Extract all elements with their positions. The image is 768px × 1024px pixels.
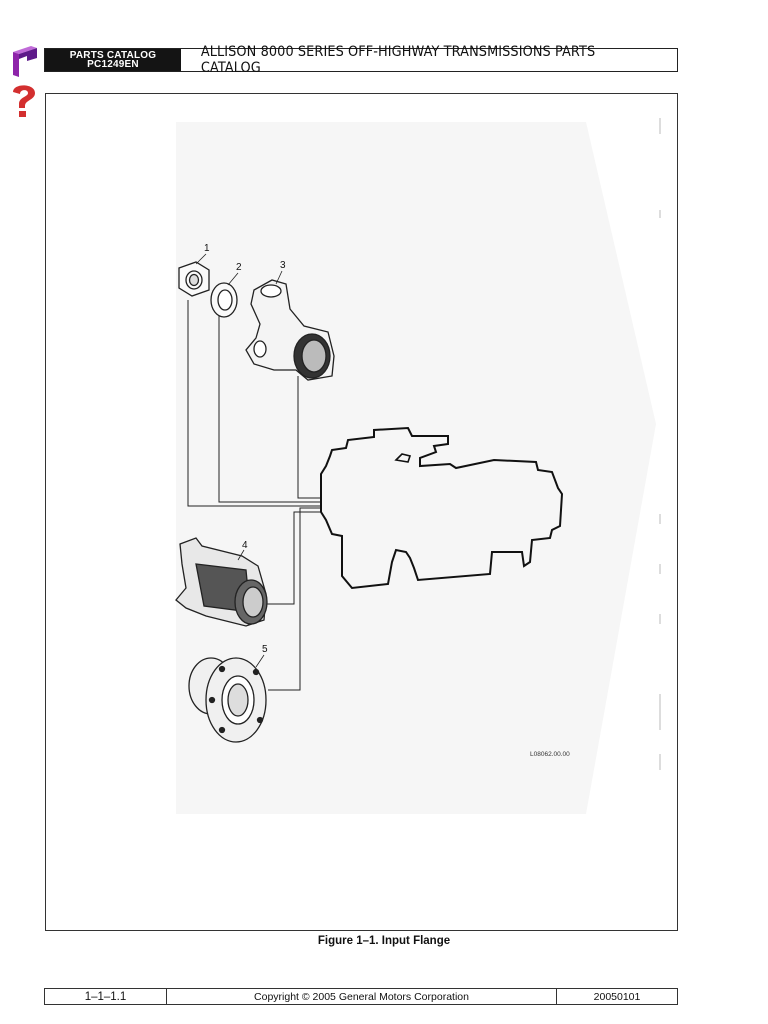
help-icon[interactable] xyxy=(9,82,39,118)
callout-3: 3 xyxy=(280,260,286,271)
header: PARTS CATALOG PC1249EN ALLISON 8000 SERI… xyxy=(44,44,678,76)
exploded-view-illustration: 1 2 3 4 5 L08062.00.00 xyxy=(175,118,661,814)
part-1-nut xyxy=(178,261,210,297)
catalog-badge: PARTS CATALOG PC1249EN xyxy=(45,49,181,71)
footer: 1–1–1.1 Copyright © 2005 General Motors … xyxy=(44,988,678,1005)
part-2-washer xyxy=(210,282,238,318)
callout-4: 4 xyxy=(242,540,248,551)
part-5-flange xyxy=(188,657,267,743)
page-title: ALLISON 8000 SERIES OFF-HIGHWAY TRANSMIS… xyxy=(200,44,596,76)
revision-date: 20050101 xyxy=(593,990,641,1003)
drawing-code: L08062.00.00 xyxy=(530,751,570,758)
badge-line1: PARTS CATALOG xyxy=(69,50,157,61)
section-number: 1–1–1.1 xyxy=(45,989,167,1004)
bookmark-icon[interactable] xyxy=(9,44,39,78)
part-3-yoke xyxy=(245,279,335,381)
copyright-text: Copyright © 2005 General Motors Corporat… xyxy=(167,989,557,1004)
badge-line2: PC1249EN xyxy=(87,59,139,70)
transmission-outline xyxy=(320,426,564,590)
callout-1: 1 xyxy=(204,243,210,254)
part-4-coupling xyxy=(175,537,268,627)
figure-caption: Figure 1–1. Input Flange xyxy=(317,935,451,947)
callout-2: 2 xyxy=(236,262,242,273)
figure-frame: 1 2 3 4 5 L08062.00.00 xyxy=(45,93,678,931)
callout-5: 5 xyxy=(262,644,268,655)
